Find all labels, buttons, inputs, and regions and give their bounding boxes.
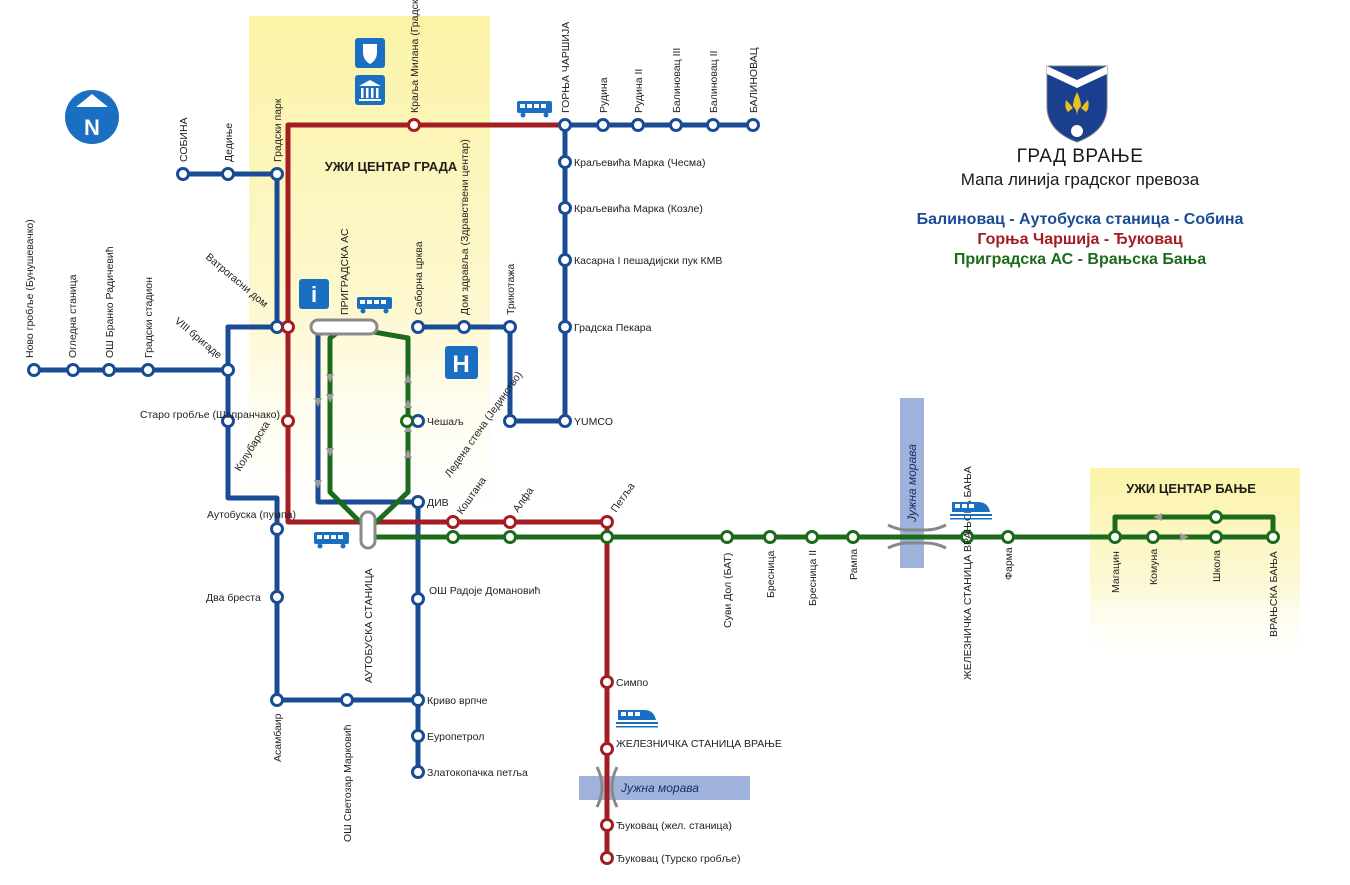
station-bresnica-2: Бресница II <box>807 550 819 606</box>
station-ogledna: Огледна станица <box>67 274 79 358</box>
station-asambair: Асамбаир <box>272 713 284 762</box>
station-trikotaza: Трикотажа <box>505 264 517 315</box>
legend-line-red: Горња Чаршија - Ђуковац <box>977 231 1183 248</box>
station-balinovac: БАЛИНОВАЦ <box>748 47 760 113</box>
station-cesalj: Чешаљ <box>427 416 464 428</box>
bus-icon <box>314 532 349 549</box>
station-kraljevica-kozle: Краљевића Марка (Козле) <box>574 203 703 215</box>
coat-of-arms-icon <box>1046 65 1108 143</box>
station-dom-zdravlja: Дом здравља (Здравствени центар) <box>459 139 471 315</box>
station-zlatokopacka: Златокопачка петља <box>427 767 528 779</box>
spa-center-zone <box>1090 468 1300 668</box>
station-prigradska-as: ПРИГРАДСКА АС <box>339 228 351 315</box>
autobuska-stanica-terminal <box>359 510 377 550</box>
red-line <box>285 122 610 865</box>
map-subtitle: Мапа линија градског превоза <box>960 170 1200 189</box>
city-title: ГРАД ВРАЊЕ <box>1016 146 1144 167</box>
station-djukovac-zel: Ђуковац (жел. станица) <box>616 820 732 832</box>
station-djukovac-tursko: Ђуковац (Турско гробље) <box>616 853 741 865</box>
station-autobuska-stanica: АУТОБУСКА СТАНИЦА <box>363 569 375 683</box>
station-vranjska-banja: ВРАЊСКА БАЊА <box>1268 551 1280 637</box>
station-staro-groblje: Старо гробље (Шапранчако) <box>140 409 280 421</box>
info-icon: i <box>299 279 329 309</box>
station-balinovac-3: Балиновац III <box>671 48 683 113</box>
station-saborna-crkva: Саборна црква <box>413 241 425 315</box>
station-balinovac-2: Балиновац II <box>708 51 720 113</box>
station-stops <box>27 118 1280 865</box>
station-kasarna: Касарна I пешадијски пук КМВ <box>574 255 722 267</box>
station-novo-groblje: Ново гробље (Бунушевачко) <box>24 219 36 358</box>
info-letter: i <box>311 282 317 307</box>
station-kraljevica-cesma: Краљевића Марка (Чесма) <box>574 157 705 169</box>
hospital-letter: H <box>452 351 469 378</box>
station-os-branko: ОШ Бранко Радичевић <box>104 246 116 358</box>
station-autobuska-pumpa: Аутобуска (пумпа) <box>207 509 296 521</box>
station-rudina-2: Рудина II <box>633 69 645 113</box>
map-header: ГРАД ВРАЊЕ Мапа линија градског превоза … <box>905 146 1255 270</box>
river-label-vranje: Јужна морава <box>620 781 699 795</box>
hospital-icon: H <box>445 346 478 379</box>
station-petlja: Петља <box>609 481 638 515</box>
train-icon <box>616 710 658 728</box>
river-south-morava-banja <box>900 398 924 568</box>
prigradska-as-terminal <box>309 318 379 336</box>
station-dva-bresta: Два бреста <box>206 592 261 604</box>
station-os-radoje: ОШ Радоје Домановић <box>429 585 540 597</box>
bus-icon <box>357 297 392 314</box>
city-center-label: УЖИ ЦЕНТАР ГРАДА <box>325 159 458 174</box>
station-os-svetozar: ОШ Светозар Марковић <box>342 724 354 842</box>
station-simpo: Симпо <box>616 677 648 689</box>
station-gradski-park: Градски парк <box>272 98 284 162</box>
police-icon <box>355 38 385 68</box>
station-zel-vranje: ЖЕЛЕЗНИЧКА СТАНИЦА ВРАЊЕ <box>616 738 782 750</box>
station-krivo-vrpce: Криво врпче <box>427 695 488 707</box>
station-gornja-carsija: ГОРЊА ЧАРШИЈА <box>560 22 572 113</box>
legend-line-blue: Балиновац - Аутобуска станица - Собина <box>916 211 1244 228</box>
station-alfa: Алфа <box>511 485 537 515</box>
station-zel-banja: ЖЕЛЕЗНИЧКА СТАНИЦА ВРАЊСКА БАЊА <box>962 466 974 680</box>
station-rudina: Рудина <box>598 77 610 113</box>
bus-icon <box>517 101 552 118</box>
train-icon <box>950 502 992 520</box>
station-yumco: YUMCO <box>574 416 613 428</box>
station-farma: Фарма <box>1003 547 1015 580</box>
station-skola: Школа <box>1211 550 1223 582</box>
spa-center-label: УЖИ ЦЕНТАР БАЊЕ <box>1126 481 1256 496</box>
station-europetrol: Еуропетрол <box>427 731 484 743</box>
north-arrow-letter: N <box>84 115 100 140</box>
river-label-banja: Јужна морава <box>905 444 919 523</box>
station-kralja-milana: Краља Милана (Градска управа) <box>409 0 421 113</box>
station-suvi-dol: Суви Дол (БАТ) <box>722 553 734 628</box>
station-gradska-pekara: Градска Пекара <box>574 322 652 334</box>
station-rampa: Рампа <box>848 549 860 580</box>
station-viii-brigade: VIII бригаде <box>172 315 224 361</box>
station-div: ДИВ <box>427 497 449 509</box>
station-bresnica: Бресница <box>765 551 777 598</box>
station-dedinje: Дедиње <box>223 123 235 162</box>
station-gradski-stadion: Градски стадион <box>143 277 155 358</box>
museum-icon <box>355 75 385 105</box>
station-sobina: СОБИНА <box>178 117 190 162</box>
legend-line-green: Приградска АС - Врањска Бања <box>953 251 1207 268</box>
station-komuna: Комуна <box>1148 549 1160 585</box>
station-magacin: Магацин <box>1110 551 1122 593</box>
bridge-banja <box>887 523 947 550</box>
north-arrow-icon: N <box>65 90 119 144</box>
bridge-vranje <box>595 766 619 808</box>
